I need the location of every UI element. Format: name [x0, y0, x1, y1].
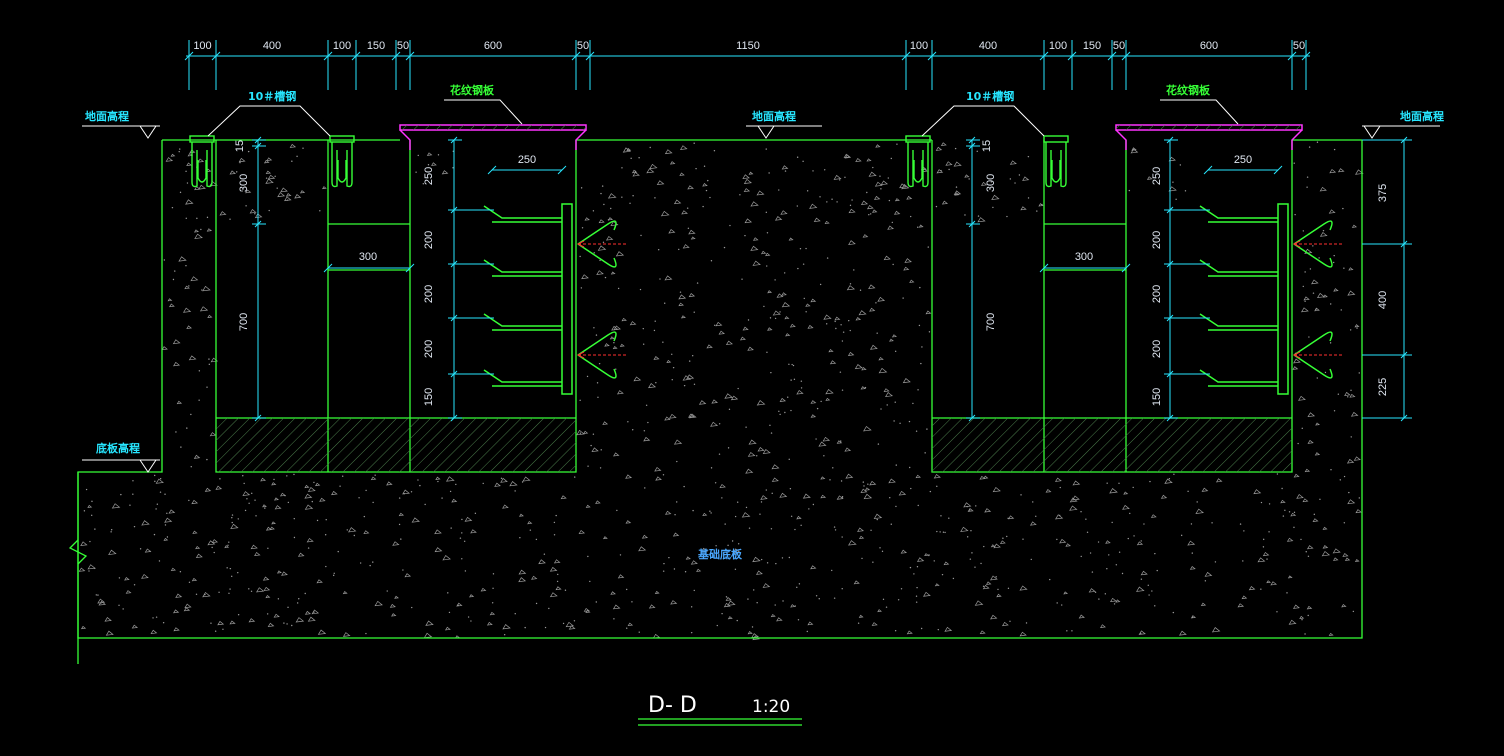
dim-150-right: 150 [1151, 388, 1163, 406]
top-dim-text: 50 [397, 40, 409, 52]
top-dim-text: 400 [263, 40, 281, 52]
bottom-level-label: 底板高程 [96, 441, 140, 455]
ground-level-label-middle: 地面高程 [752, 109, 796, 123]
channel-steel [905, 135, 931, 188]
anchor-hooks [576, 220, 1342, 379]
concrete-speckle [78, 141, 1364, 641]
channel-steel [1043, 135, 1069, 188]
dim-200b-right: 200 [1151, 285, 1163, 303]
checker-plates [399, 124, 1303, 150]
labels: 地面高程 地面高程 地面高程 底板高程 10＃槽钢 10＃槽钢 花纹钢板 花纹钢… [85, 83, 1444, 561]
bottom-slab-hatch [216, 418, 1292, 472]
top-dim-text: 100 [1049, 40, 1067, 52]
top-dim-text: 100 [193, 40, 211, 52]
dim-15-right: 15 [981, 140, 993, 152]
dimension-lines [184, 40, 1412, 422]
dim-200b-left: 200 [423, 285, 435, 303]
top-dim-text: 100 [910, 40, 928, 52]
dim-225: 225 [1377, 378, 1389, 396]
top-dim-text: 400 [979, 40, 997, 52]
top-dimension-texts: 100 400 100 150 50 600 50 100 400 100 150 50 600 50 11… [193, 40, 1305, 52]
dim-200a-right: 200 [1151, 231, 1163, 249]
channel-steel-profiles [189, 135, 1069, 188]
elevation-markers [82, 125, 1440, 473]
channel-steel [189, 135, 215, 188]
dim-200c-right: 200 [1151, 340, 1163, 358]
leader-lines [207, 99, 1239, 137]
dim-300-right: 300 [985, 174, 997, 192]
top-dim-text: 50 [1293, 40, 1305, 52]
bracket-set [1199, 203, 1289, 395]
structure-outline [68, 139, 1363, 664]
anchor-hook [576, 331, 626, 379]
top-dim-text: 50 [577, 40, 589, 52]
dim-200a-left: 200 [423, 231, 435, 249]
top-dim-text: 600 [1200, 40, 1218, 52]
anchor-hook [1292, 220, 1342, 268]
dim-300-width-right: 300 [1075, 251, 1093, 263]
top-dim-text: 150 [1083, 40, 1101, 52]
top-dim-text-middle: 1150 [736, 40, 760, 52]
top-dim-text: 150 [367, 40, 385, 52]
drawing-scale: 1:20 [752, 697, 790, 717]
drawing-title-block: D- D 1:20 [638, 693, 802, 726]
channel-steel-label-right: 10＃槽钢 [966, 89, 1014, 103]
foundation-slab-label: 基础底板 [697, 547, 743, 561]
vertical-dimension-texts: 15 300 700 300 250 200 200 200 150 250 1… [234, 140, 1389, 406]
dim-375: 375 [1377, 184, 1389, 202]
top-dim-text: 50 [1113, 40, 1125, 52]
dim-250-bracket-right: 250 [1151, 167, 1163, 185]
dim-300-width-left: 300 [359, 251, 377, 263]
drawing-title: D- D [648, 693, 697, 718]
checker-plate-label-right: 花纹钢板 [1166, 83, 1211, 97]
bracket-set [483, 203, 573, 395]
cable-brackets [483, 203, 1289, 395]
dim-200c-left: 200 [423, 340, 435, 358]
dim-300-left: 300 [238, 174, 250, 192]
channel-steel [329, 135, 355, 188]
dim-700-right: 700 [985, 313, 997, 331]
top-dim-text: 600 [484, 40, 502, 52]
ground-level-label-right: 地面高程 [1400, 109, 1444, 123]
dim-400: 400 [1377, 291, 1389, 309]
dim-15-left: 15 [234, 140, 246, 152]
checker-plate-label-left: 花纹钢板 [450, 83, 495, 97]
anchor-hook [576, 220, 626, 268]
dim-700-left: 700 [238, 313, 250, 331]
dim-250-bracket-left: 250 [423, 167, 435, 185]
dim-150-left: 150 [423, 388, 435, 406]
channel-steel-label-left: 10＃槽钢 [248, 89, 296, 103]
top-dim-text: 100 [333, 40, 351, 52]
ground-level-label-left: 地面高程 [85, 109, 129, 123]
dim-250-width-left: 250 [518, 154, 536, 166]
dim-250-width-right: 250 [1234, 154, 1252, 166]
anchor-hook [1292, 331, 1342, 379]
